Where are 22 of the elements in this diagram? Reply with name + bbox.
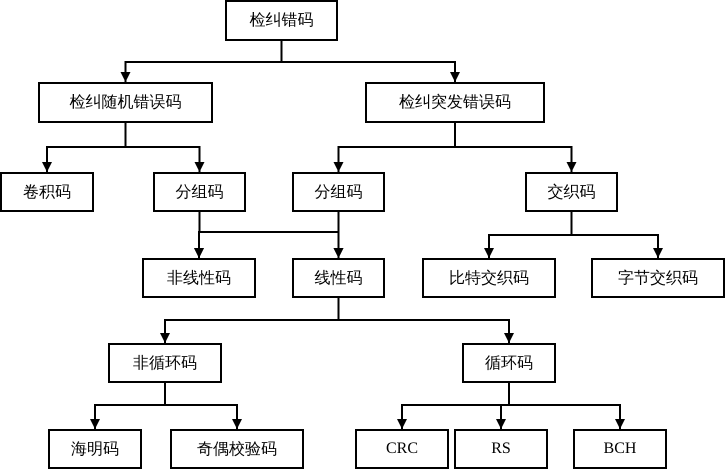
code-box: 交织码: [525, 172, 618, 212]
code-box: 海明码: [48, 429, 142, 469]
code-box: 检纠错码: [225, 0, 338, 41]
connector-arrow: [280, 41, 460, 82]
code-box: 检纠随机错误码: [38, 82, 213, 123]
code-box: CRC: [355, 429, 449, 469]
code-box: RS: [454, 429, 548, 469]
code-box: 检纠突发错误码: [365, 82, 545, 123]
connector-arrow: [570, 212, 663, 258]
code-box: 卷积码: [0, 172, 94, 212]
code-box: 分组码: [153, 172, 246, 212]
code-box: 分组码: [292, 172, 385, 212]
code-box: 奇偶校验码: [170, 429, 304, 469]
code-box: 非循环码: [108, 343, 222, 383]
code-box: BCH: [573, 429, 667, 469]
code-box: 比特交织码: [422, 258, 556, 298]
connector-arrow: [124, 123, 204, 172]
code-box: 非线性码: [142, 258, 256, 298]
code-box: 线性码: [292, 258, 385, 298]
code-box: 循环码: [462, 343, 556, 383]
connector-arrow: [508, 383, 625, 429]
code-box: 字节交织码: [591, 258, 725, 298]
